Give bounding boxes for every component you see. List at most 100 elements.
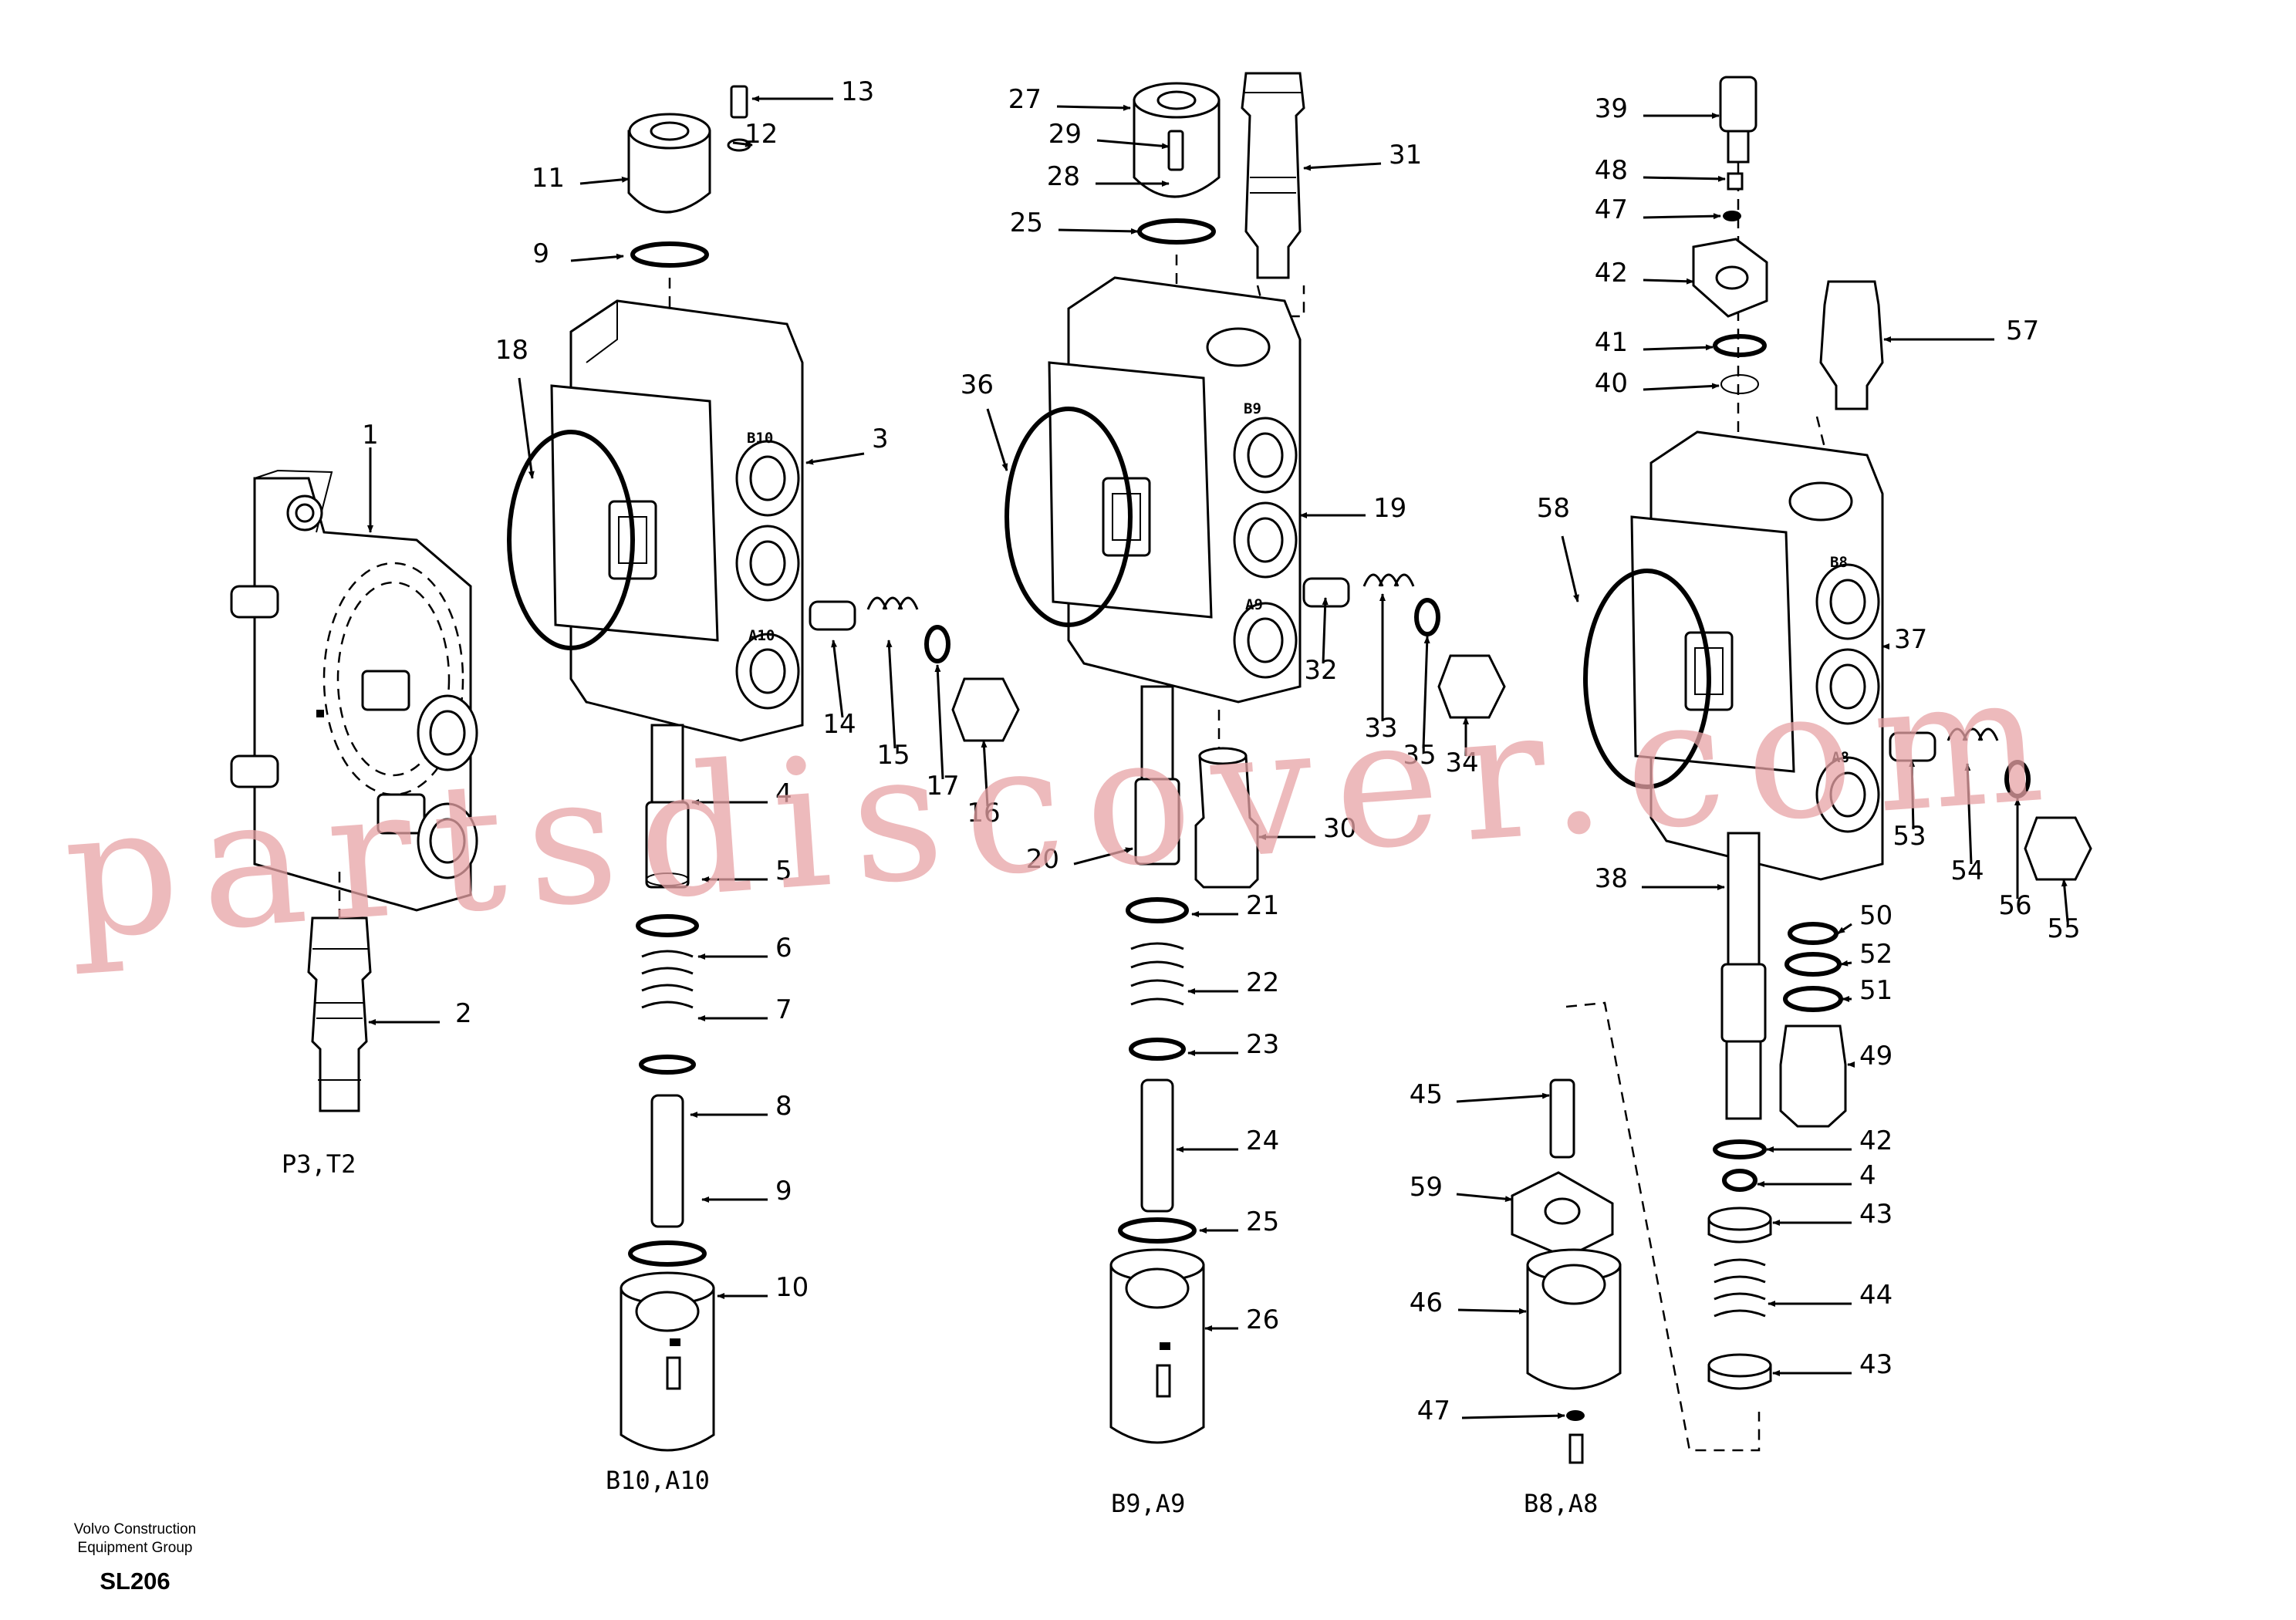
callout-19: 19 (1373, 493, 1406, 524)
callout-31: 31 (1389, 140, 1422, 170)
callout-2: 2 (455, 998, 472, 1029)
callout-29: 29 (1048, 119, 1082, 150)
callout-48: 48 (1595, 155, 1628, 186)
callout-51: 51 (1859, 975, 1893, 1006)
leader-line (1643, 278, 1694, 285)
callout-15: 15 (876, 740, 910, 771)
callout-35: 35 (1403, 740, 1436, 771)
callout-25: 25 (1010, 208, 1043, 238)
leader-line (1422, 636, 1430, 749)
leader-line (1643, 175, 1726, 182)
callout-40: 40 (1595, 368, 1628, 399)
company-line-1: Volvo Construction (74, 1521, 196, 1537)
callout-55: 55 (2047, 913, 2080, 944)
caption-b8-a8: B8,A8 (1524, 1489, 1598, 1518)
callout-8: 8 (775, 1091, 792, 1122)
company-line-2: Equipment Group (78, 1540, 193, 1556)
leader-line (732, 140, 753, 147)
leader-line (579, 176, 630, 185)
callout-39: 39 (1595, 93, 1628, 124)
leader-line (1561, 535, 1579, 602)
leader-line (1056, 104, 1131, 111)
callout-9: 9 (775, 1176, 792, 1207)
leader-line (1840, 960, 1852, 967)
callout-25: 25 (1246, 1207, 1279, 1237)
leader-line (570, 253, 624, 262)
valve-section-b10-a10 (507, 85, 1020, 1452)
callout-46: 46 (1410, 1288, 1443, 1318)
callout-21: 21 (1246, 890, 1279, 921)
callout-3: 3 (872, 424, 889, 454)
inlet-section-p3-t2 (230, 469, 478, 1112)
leader-line (518, 377, 535, 479)
leader-lines (367, 96, 2069, 1419)
callout-43: 43 (1859, 1349, 1893, 1380)
callout-43: 43 (1859, 1199, 1893, 1230)
leader-line (1456, 1193, 1513, 1203)
callout-12: 12 (745, 119, 778, 150)
callout-18: 18 (495, 335, 528, 366)
port-b9: B9 (1244, 400, 1261, 417)
leader-line (831, 640, 844, 718)
callout-54: 54 (1950, 856, 1984, 886)
callout-6: 6 (775, 933, 792, 964)
callout-26: 26 (1246, 1304, 1279, 1335)
leader-line (2061, 879, 2069, 923)
callout-32: 32 (1304, 655, 1337, 686)
caption-b9-a9: B9,A9 (1111, 1489, 1185, 1518)
callout-4: 4 (1859, 1160, 1876, 1191)
callout-28: 28 (1047, 161, 1080, 192)
callout-50: 50 (1859, 900, 1893, 931)
callout-17: 17 (926, 771, 959, 802)
callout-numbers: 1234567891011121314151617189192021222324… (362, 76, 2080, 1426)
callout-52: 52 (1859, 939, 1893, 970)
valve-section-b8-a8 (1511, 76, 2092, 1464)
leader-line (1461, 1412, 1565, 1419)
callout-53: 53 (1893, 821, 1926, 852)
footer-block: Volvo Construction Equipment Group SL206 (74, 1521, 196, 1595)
leader-line (886, 640, 896, 749)
leader-line (1096, 139, 1170, 150)
callout-20: 20 (1026, 844, 1059, 875)
leader-line (1457, 1308, 1527, 1315)
leader-line (1643, 344, 1714, 351)
callout-47: 47 (1595, 194, 1628, 225)
callout-45: 45 (1410, 1079, 1443, 1110)
leader-line (986, 408, 1008, 471)
callout-47: 47 (1417, 1396, 1450, 1426)
callout-41: 41 (1595, 327, 1628, 358)
callout-10: 10 (775, 1272, 809, 1303)
callout-24: 24 (1246, 1126, 1279, 1156)
callout-57: 57 (2006, 316, 2039, 346)
callout-5: 5 (775, 856, 792, 886)
caption-p3-t2: P3,T2 (282, 1149, 356, 1179)
leader-line (805, 452, 865, 465)
callout-49: 49 (1859, 1041, 1893, 1072)
port-labels: B10 A10 B9 A9 B8 A8 (747, 400, 1849, 766)
section-captions: P3,T2 B10,A10 B9,A9 B8,A8 (282, 1149, 1598, 1518)
callout-27: 27 (1008, 84, 1042, 115)
callout-34: 34 (1445, 748, 1478, 778)
leader-line (1643, 213, 1721, 220)
leader-line (1909, 759, 1916, 830)
port-a9: A9 (1245, 596, 1263, 613)
leader-line (1303, 162, 1382, 171)
callout-37: 37 (1894, 624, 1927, 655)
port-b10: B10 (747, 430, 773, 447)
port-b8: B8 (1830, 554, 1848, 571)
callout-30: 30 (1323, 813, 1356, 844)
callout-13: 13 (841, 76, 874, 107)
callout-11: 11 (532, 163, 565, 194)
callout-44: 44 (1859, 1280, 1893, 1311)
callout-16: 16 (967, 798, 1000, 829)
leader-line (1837, 923, 1852, 935)
port-a10: A10 (748, 627, 775, 644)
leader-line (1322, 597, 1329, 664)
callout-33: 33 (1364, 713, 1397, 744)
callout-9: 9 (532, 238, 549, 269)
callout-23: 23 (1246, 1029, 1279, 1060)
callout-36: 36 (961, 370, 994, 400)
leader-line (1964, 763, 1973, 865)
leader-line (1643, 383, 1720, 391)
